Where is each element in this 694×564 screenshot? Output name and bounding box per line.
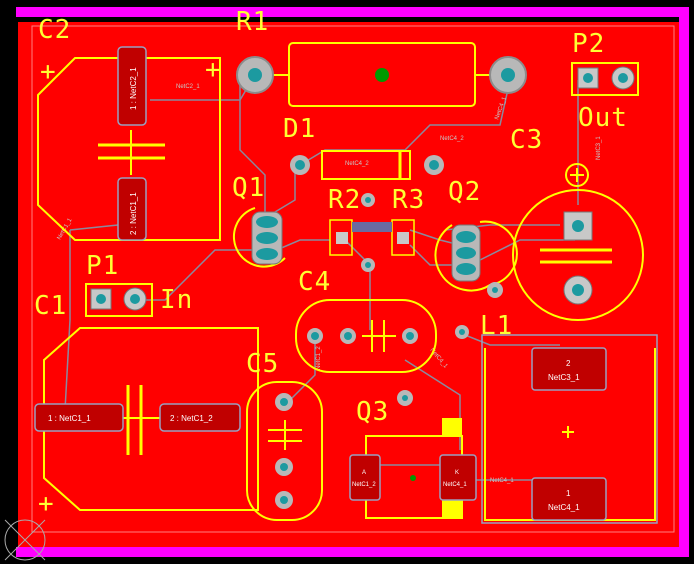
board-outline xyxy=(16,7,689,557)
component-q1[interactable]: Q1 xyxy=(232,173,286,268)
ref-r1: R1 xyxy=(236,7,269,37)
component-l1[interactable]: L1 2 NetC3_1 1 NetC4_1 xyxy=(455,311,658,524)
pad-q3-a[interactable] xyxy=(349,454,381,501)
component-c4[interactable]: C4 xyxy=(295,267,437,373)
net-label: NetC4_2 xyxy=(440,136,464,142)
ref-l1: L1 xyxy=(480,311,513,341)
ref-p2: P2 xyxy=(572,29,605,59)
ref-c1: C1 xyxy=(34,291,67,321)
ref-r3: R3 xyxy=(392,185,425,215)
ref-c5: C5 xyxy=(246,349,279,379)
ref-p1: P1 xyxy=(86,251,119,281)
pad-label: 2 xyxy=(566,359,571,368)
label-in: In xyxy=(160,285,193,315)
pad-label: 1 : NetC2_1 xyxy=(129,67,138,110)
pad-l1-1[interactable] xyxy=(531,477,607,521)
net-label: NetC4_2 xyxy=(345,161,369,167)
pad-label: A xyxy=(362,470,366,476)
component-p1[interactable]: P1 In xyxy=(85,251,193,317)
ref-q1: Q1 xyxy=(232,173,265,203)
net-label: NetC3_1 xyxy=(596,136,602,160)
r-link xyxy=(352,222,392,232)
component-d1[interactable]: D1 xyxy=(283,114,444,180)
ref-c3: C3 xyxy=(510,125,543,155)
polarity-plus: + xyxy=(38,489,55,519)
net-label: NetC2_1 xyxy=(176,84,200,90)
component-p2[interactable]: P2 Out xyxy=(571,29,639,133)
ref-r2: R2 xyxy=(328,185,361,215)
pad-c2-2[interactable] xyxy=(117,177,147,241)
origin-marker-icon xyxy=(4,519,46,561)
ref-q3: Q3 xyxy=(356,397,389,427)
pad-l1-2[interactable] xyxy=(531,347,607,391)
pad-label: 1 : NetC1_1 xyxy=(48,414,91,423)
pad-label: NetC1_2 xyxy=(352,482,376,488)
component-q2[interactable]: Q2 xyxy=(434,177,518,298)
component-r3[interactable]: R3 xyxy=(391,185,425,256)
component-c5[interactable]: C5 xyxy=(246,349,413,521)
board-inner-edge xyxy=(31,25,675,533)
pad-label: NetC4_1 xyxy=(548,503,580,512)
ref-c4: C4 xyxy=(298,267,331,297)
component-q3[interactable]: Q3 A NetC1_2 K NetC4_1 xyxy=(349,397,477,519)
pad-label: NetC3_1 xyxy=(548,373,580,382)
net-label: NetC4_1 xyxy=(490,478,514,484)
pad-c1-2[interactable] xyxy=(159,403,241,432)
net-label: NetC1_2 xyxy=(316,346,322,370)
component-c1[interactable]: C1 + 1 : NetC1_1 2 : NetC1_2 xyxy=(34,291,259,519)
pad-c2-1[interactable] xyxy=(117,46,147,126)
component-c3[interactable]: C3 xyxy=(510,125,644,321)
pad-c1-1[interactable] xyxy=(34,403,124,432)
pad-label: NetC4_1 xyxy=(443,482,467,488)
pad-label: 2 : NetC1_1 xyxy=(129,192,138,235)
ref-c2: C2 xyxy=(38,15,71,45)
pad-label: 2 : NetC1_2 xyxy=(170,414,213,423)
polarity-plus: + xyxy=(40,57,57,87)
component-r1[interactable]: R1 + xyxy=(205,7,527,107)
pad-label: 1 xyxy=(566,489,571,498)
ref-q2: Q2 xyxy=(448,177,481,207)
component-c2[interactable]: C2 + 1 : NetC2_1 2 : NetC1_1 xyxy=(37,15,221,241)
polarity-plus: + xyxy=(205,55,222,85)
label-out: Out xyxy=(578,103,628,133)
pad-q3-k[interactable] xyxy=(439,454,477,501)
pad-label: K xyxy=(455,470,459,476)
component-r2[interactable]: R2 xyxy=(328,185,361,256)
ref-d1: D1 xyxy=(283,114,316,144)
